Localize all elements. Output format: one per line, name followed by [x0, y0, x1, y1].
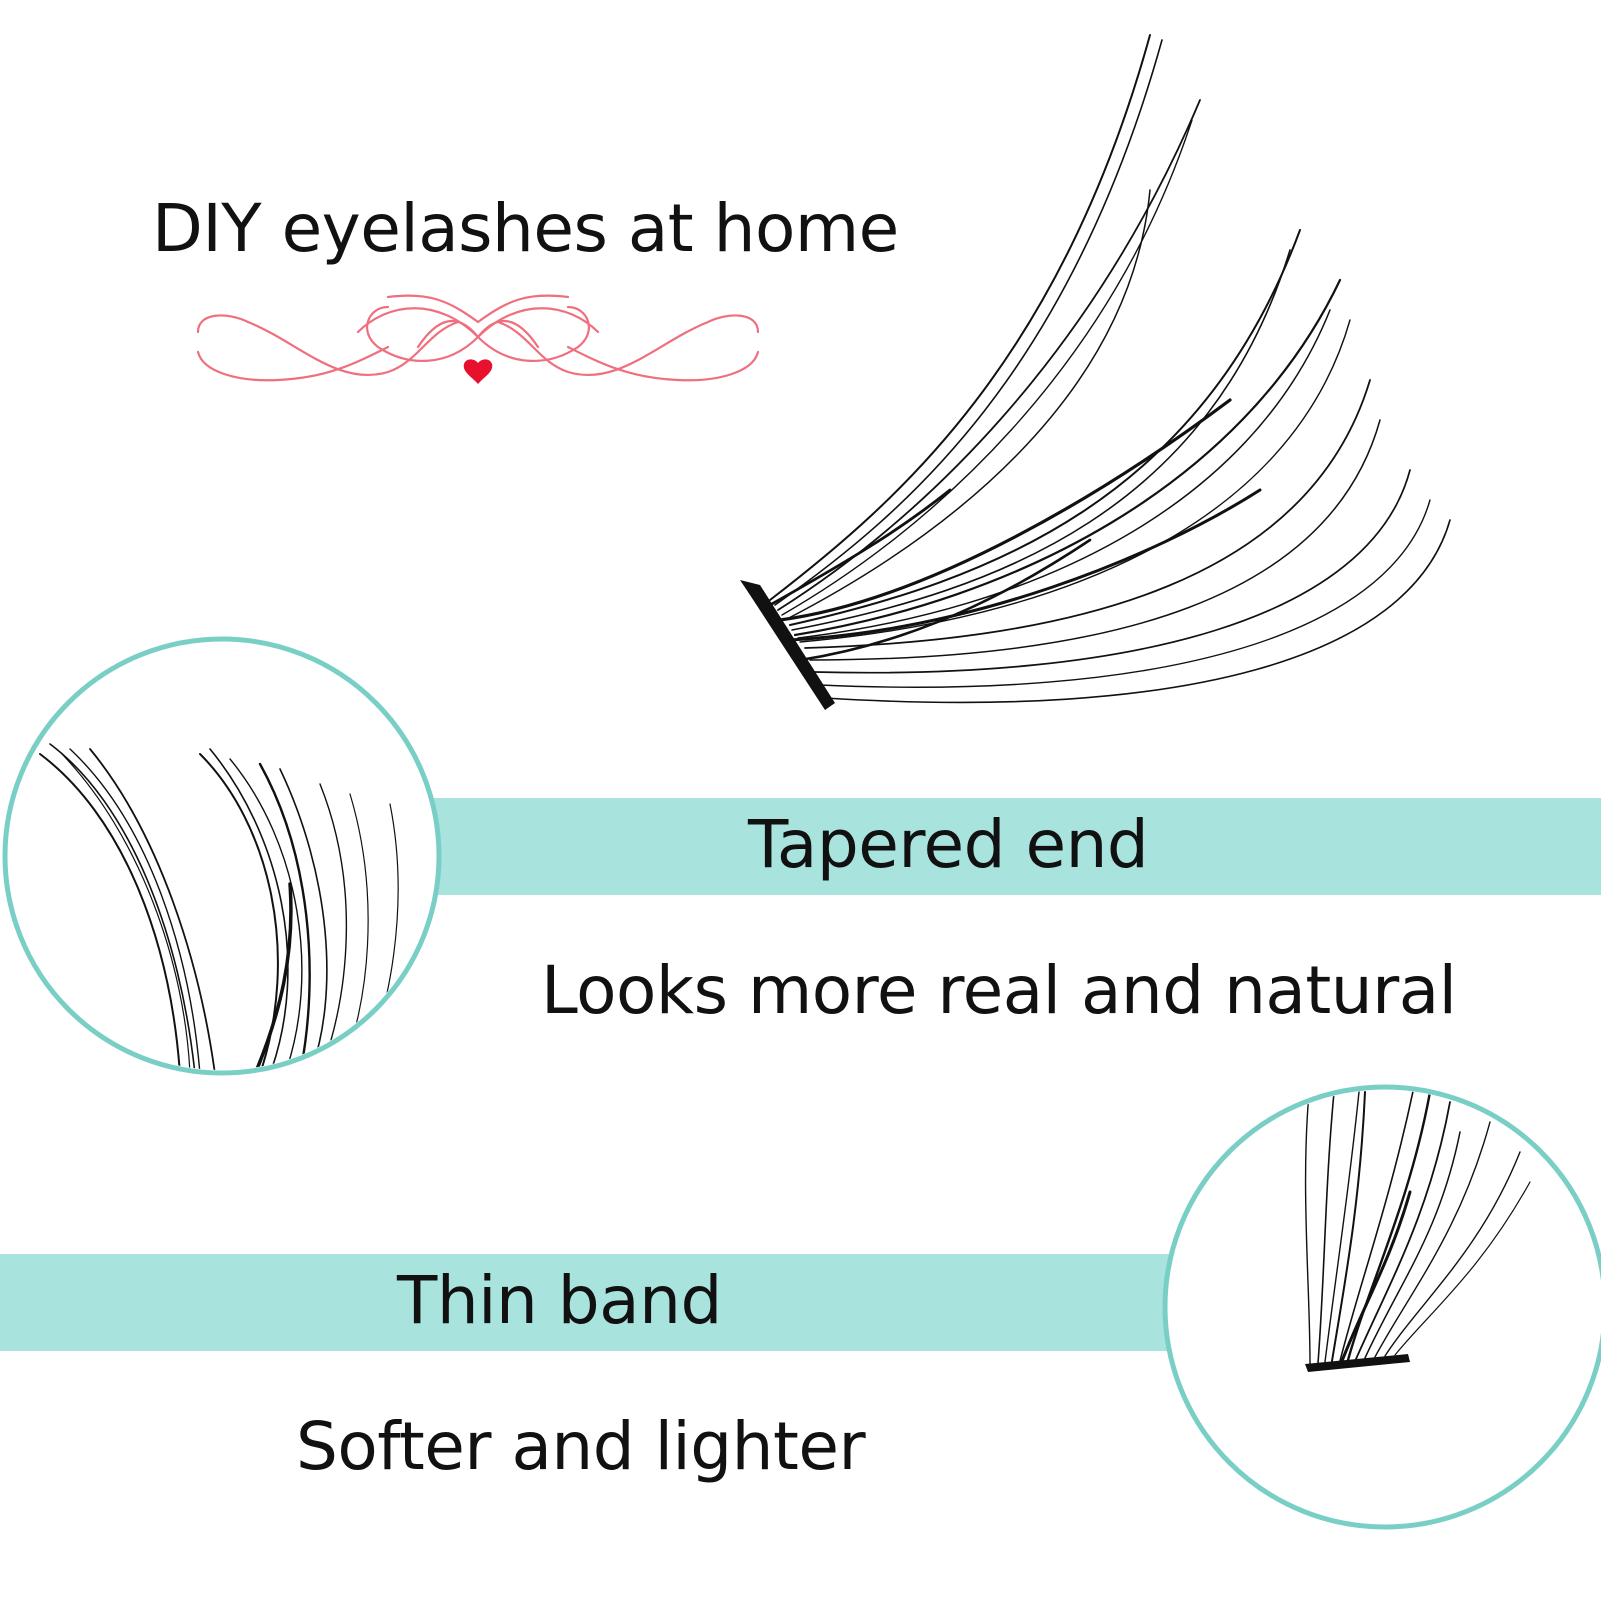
feature-band-2 — [0, 1254, 1170, 1351]
ornamental-flourish-icon — [196, 294, 760, 384]
thin-band-zoom-circle — [1162, 1084, 1601, 1530]
eyelash-cluster-image — [740, 34, 1451, 710]
feature-2-title: Thin band — [397, 1262, 722, 1339]
feature-band-1 — [420, 798, 1601, 895]
heart-icon — [463, 359, 493, 384]
feature-2-description: Softer and lighter — [296, 1408, 866, 1485]
feature-1-description: Looks more real and natural — [541, 952, 1457, 1029]
feature-1-title: Tapered end — [748, 806, 1149, 883]
tapered-end-zoom-circle — [2, 636, 442, 1076]
headline: DIY eyelashes at home — [152, 190, 899, 267]
